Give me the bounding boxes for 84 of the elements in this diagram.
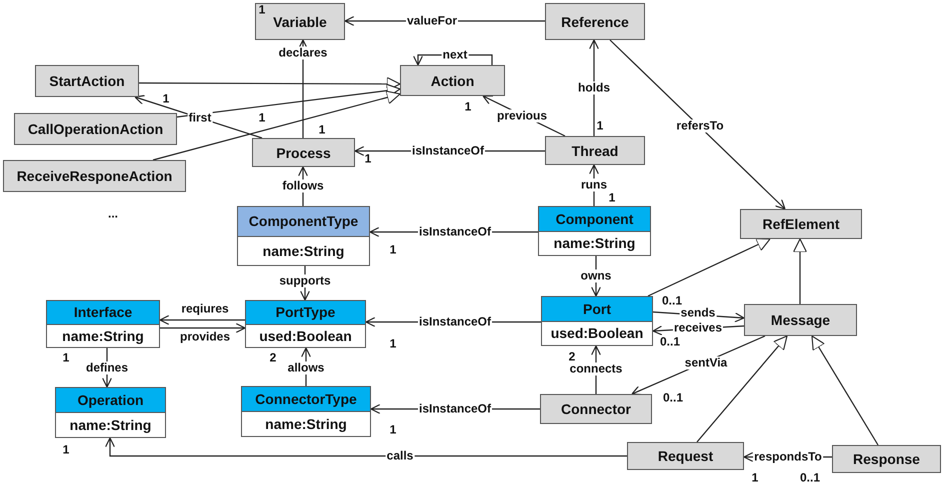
edge-label: declares (278, 46, 328, 60)
class-name: PortType (246, 301, 365, 324)
class-box: Connector (540, 394, 652, 424)
multiplicity-label: 1 (364, 152, 372, 166)
edge-label: owns (580, 270, 612, 282)
class-box (237, 206, 370, 266)
class-box: RefElement (740, 209, 862, 239)
class-box: Response (832, 445, 941, 473)
generalization-arrow (696, 335, 788, 442)
multiplicity-label: 1 (390, 338, 396, 350)
multiplicity-label: 0..1 (662, 294, 682, 308)
edge-label: refersTo (675, 120, 725, 132)
class-name: Interface (47, 301, 159, 324)
edge-label: isInstanceOf (418, 316, 492, 328)
edge-label: runs (580, 178, 608, 192)
edge-label: previous (496, 110, 548, 122)
class-name: Component (539, 207, 650, 232)
class-attribute: name:String (47, 324, 159, 347)
class-name: Operation (56, 388, 165, 413)
class-box (55, 387, 166, 438)
class-box (538, 206, 651, 256)
class-name: ComponentType (238, 207, 369, 236)
edge-label: holds (577, 82, 611, 94)
multiplicity-label: 1 (464, 100, 472, 114)
association-arrow (104, 437, 627, 457)
class-box: ReceiveResponeAction (3, 160, 186, 192)
multiplicity-label: 2 (568, 350, 576, 364)
edge-label: defines (85, 362, 129, 374)
class-box (241, 386, 371, 437)
association-arrow (159, 314, 245, 326)
class-box: Message (744, 304, 857, 336)
generalization-arrow (176, 84, 401, 118)
edge-label: receives (672, 322, 724, 334)
class-box: Reference (545, 3, 645, 40)
multiplicity-label: 0..1 (660, 336, 680, 348)
multiplicity-label: 1 (608, 192, 616, 204)
class-box: Request (627, 442, 744, 470)
edge-label: connects (568, 362, 624, 376)
multiplicity-label: 1 (596, 120, 604, 132)
edge-label: follows (281, 180, 325, 192)
generalization-arrow (792, 238, 808, 304)
edge-label: first (188, 112, 212, 124)
edge-label: valueFor (406, 14, 458, 28)
multiplicity-label: 0..1 (663, 392, 683, 404)
multiplicity-label: 1 (258, 4, 266, 16)
multiplicity-label: 1 (390, 244, 396, 256)
generalization-arrow (152, 90, 401, 161)
class-box (245, 300, 366, 348)
edge-label: reqiures (180, 302, 230, 316)
edge-label: allows (286, 362, 326, 374)
ellipsis-text: ... (108, 208, 118, 220)
class-box: CallOperationAction (14, 113, 177, 145)
multiplicity-label: 1 (162, 92, 170, 106)
multiplicity-label: 1 (62, 444, 70, 456)
multiplicity-label: 2 (270, 352, 276, 364)
edge-label: provides (179, 330, 231, 344)
generalization-arrow (648, 238, 771, 297)
generalization-arrow (811, 335, 879, 446)
edge-label: isInstanceOf (418, 226, 492, 238)
association-arrow (610, 40, 786, 210)
edge-label: calls (386, 450, 414, 462)
class-name: Port (542, 297, 652, 322)
class-box: Action (400, 65, 505, 96)
edge-label: sends (680, 306, 716, 320)
multiplicity-label: 0..1 (800, 472, 820, 484)
class-box: Process (252, 138, 355, 167)
association-arrow (298, 39, 308, 138)
edge-label: isInstanceOf (410, 144, 486, 158)
multiplicity-label: 1 (390, 424, 396, 436)
association-arrow (160, 322, 246, 334)
class-box: StartAction (35, 65, 139, 97)
multiplicity-label: 1 (258, 112, 266, 124)
edge-label: isInstanceOf (418, 402, 492, 416)
class-box (46, 300, 160, 348)
multiplicity-label: 1 (318, 124, 326, 136)
edge-label: respondsTo (753, 450, 823, 464)
edge-label: next (442, 48, 468, 62)
class-box (541, 296, 653, 346)
class-box: Thread (545, 136, 645, 165)
multiplicity-label: 1 (62, 352, 70, 364)
edge-label: supports (278, 274, 332, 288)
class-name: ConnectorType (242, 387, 370, 412)
multiplicity-label: 1 (752, 472, 758, 484)
edge-label: sentVia (684, 356, 728, 370)
